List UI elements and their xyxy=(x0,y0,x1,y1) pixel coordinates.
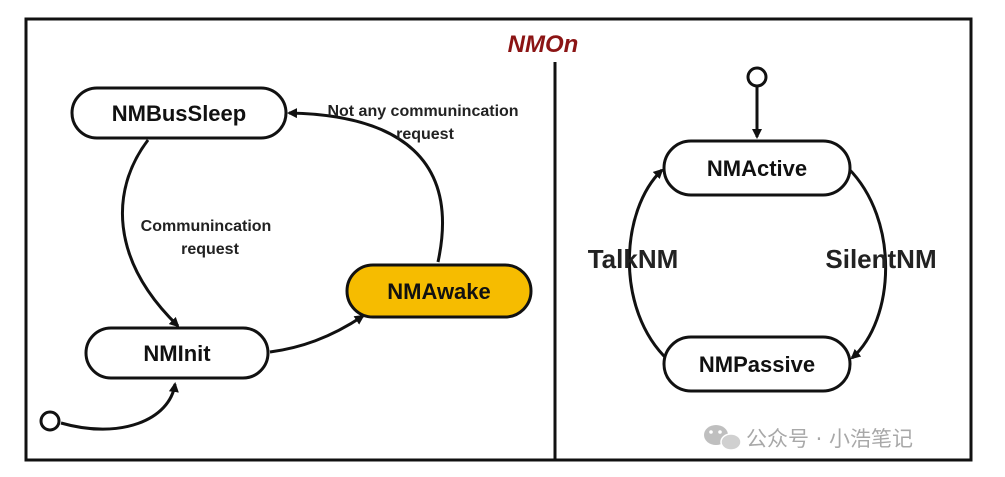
edge-init-to-awake xyxy=(269,314,365,354)
initial-pseudostate-left xyxy=(39,410,61,432)
state-nmactive-label: NMActive xyxy=(707,156,807,181)
edge-passive-to-active xyxy=(627,168,670,362)
state-nmpassive: NMPassive xyxy=(662,335,852,393)
edge-label-comm-request-1: Communincation xyxy=(141,218,272,235)
edge-sleep-to-init xyxy=(120,139,180,328)
state-nmawake: NMAwake xyxy=(345,263,533,319)
edge-active-to-passive xyxy=(846,166,888,360)
outer-frame xyxy=(24,17,973,462)
state-nmactive: NMActive xyxy=(662,139,852,197)
state-nmbussleep: NMBusSleep xyxy=(70,86,288,140)
state-nmawake-label: NMAwake xyxy=(387,279,491,304)
edge-label-no-request-1: Not any communincation xyxy=(327,103,518,120)
edge-label-comm-request-2: request xyxy=(181,241,239,258)
watermark: 公众号 · 小浩笔记 xyxy=(704,425,913,451)
state-nminit: NMInit xyxy=(84,326,270,380)
edge-label-talknm: TalkNM xyxy=(588,244,679,274)
edge-awake-to-sleep xyxy=(287,108,444,263)
edge-initial-to-init xyxy=(60,382,179,431)
edge-label-no-request-2: request xyxy=(396,126,454,143)
edge-label-silentnm: SilentNM xyxy=(825,244,936,274)
diagram-title: NMOn xyxy=(508,31,579,58)
state-nminit-label: NMInit xyxy=(143,341,211,366)
state-nmbussleep-label: NMBusSleep xyxy=(112,101,246,126)
watermark-text: 公众号 · 小浩笔记 xyxy=(746,427,913,451)
wechat-icon xyxy=(704,425,742,451)
initial-pseudostate-right xyxy=(746,66,768,88)
state-nmpassive-label: NMPassive xyxy=(699,352,815,377)
